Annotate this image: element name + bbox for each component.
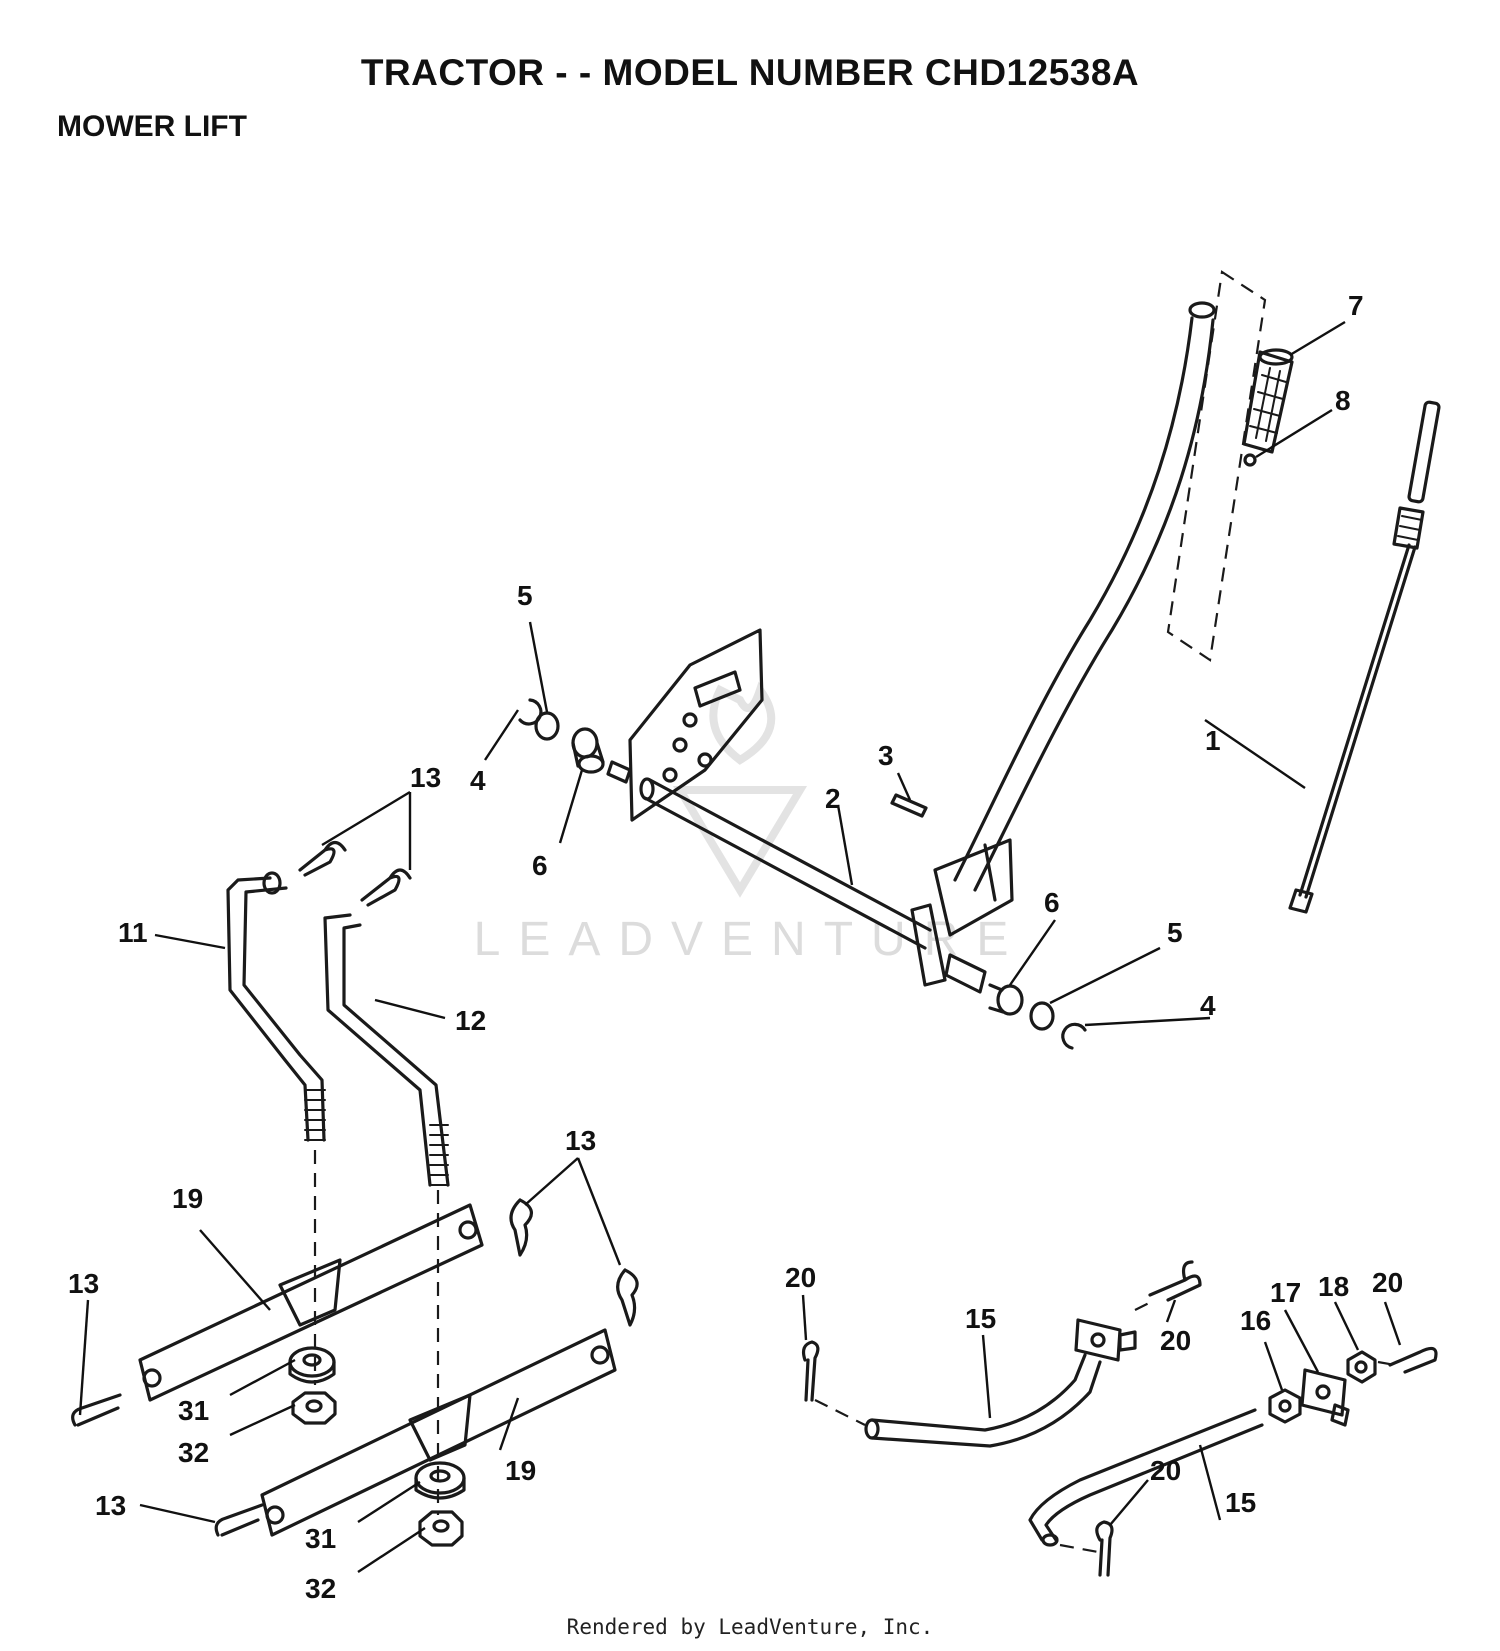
callout-4-left: 4	[470, 765, 486, 796]
callout-31-upper: 31	[178, 1395, 209, 1426]
mounting-plate-part	[628, 628, 764, 822]
callout-13-bottom: 13	[95, 1490, 126, 1521]
trunnion-part	[1300, 1368, 1350, 1427]
callout-7: 7	[1348, 290, 1364, 321]
callout-13-mid: 13	[565, 1125, 596, 1156]
lift-link-left-part	[226, 871, 326, 1142]
callout-13-left: 13	[68, 1268, 99, 1299]
lift-bar-lower-part	[260, 1328, 617, 1537]
bushing-part	[571, 727, 605, 774]
page-title: TRACTOR - - MODEL NUMBER CHD12538A	[360, 52, 1140, 93]
callout-3: 3	[878, 740, 894, 771]
callout-19-upper: 19	[172, 1183, 203, 1214]
lift-handle-part	[933, 301, 1216, 937]
cotter-pin-part-a	[801, 1340, 820, 1402]
nut-lower-part	[418, 1510, 464, 1547]
lift-bar-upper-part	[138, 1203, 484, 1402]
bushing-right-part	[988, 983, 1024, 1016]
callout-32-upper: 32	[178, 1437, 209, 1468]
cotter-pin-part-c	[1388, 1346, 1438, 1374]
callout-32-lower: 32	[305, 1573, 336, 1604]
callout-17: 17	[1270, 1277, 1301, 1308]
hairpin-clip-part-a	[298, 840, 347, 877]
grip-screw-part	[1243, 453, 1257, 467]
leader-lines	[78, 320, 1402, 1574]
callout-20-mid: 20	[1160, 1325, 1191, 1356]
e-ring-right-part	[1061, 1022, 1087, 1050]
callout-5-right: 5	[1167, 917, 1183, 948]
nut-upper-part	[291, 1391, 337, 1425]
watermark-logo-icon	[672, 681, 808, 898]
spring-pin-part	[890, 793, 928, 818]
callout-2: 2	[825, 783, 841, 814]
lift-rod-part	[1288, 400, 1441, 914]
callout-13-top: 13	[410, 762, 441, 793]
callout-6-left: 6	[532, 850, 548, 881]
hairpin-clip-part-f	[214, 1503, 264, 1537]
washer-part	[534, 711, 560, 741]
callout-8: 8	[1335, 385, 1351, 416]
adjust-rod-upper-part	[864, 1353, 1102, 1448]
hairpin-clip-part-e	[71, 1393, 122, 1427]
hairpin-clip-part-d	[616, 1268, 639, 1327]
cotter-pin-part-b	[1148, 1260, 1202, 1302]
footer-credit: Rendered by LeadVenture, Inc.	[566, 1615, 934, 1639]
callout-11: 11	[118, 917, 148, 948]
spacer-lower-part	[414, 1461, 466, 1500]
grip-outline-part	[1166, 270, 1267, 662]
callout-31-lower: 31	[305, 1523, 336, 1554]
jam-nut-part	[1268, 1388, 1302, 1424]
handle-grip-part	[1242, 348, 1294, 454]
callout-12: 12	[455, 1005, 486, 1036]
cross-shaft-part	[639, 777, 987, 994]
connection-line-d	[1059, 1543, 1099, 1554]
lift-link-right-part	[323, 913, 450, 1187]
callout-1: 1	[1205, 725, 1221, 756]
washer-right-part	[1029, 1001, 1055, 1031]
callout-5-left: 5	[517, 580, 533, 611]
connection-line-b	[1134, 1299, 1156, 1311]
callout-18: 18	[1318, 1271, 1349, 1302]
connection-line-c	[1377, 1360, 1396, 1367]
callout-16: 16	[1240, 1305, 1271, 1336]
adjust-rod-lower-part	[1028, 1408, 1264, 1547]
callout-20-bottom: 20	[1150, 1455, 1181, 1486]
hairpin-clip-part-b	[360, 868, 412, 907]
connection-line-a	[814, 1399, 866, 1426]
spacer-upper-part	[288, 1346, 336, 1384]
hairpin-clip-part-c	[509, 1198, 533, 1257]
callout-20-left: 20	[785, 1262, 816, 1293]
callout-15-upper: 15	[965, 1303, 996, 1334]
section-title: MOWER LIFT	[57, 110, 247, 143]
callout-4-right: 4	[1200, 990, 1216, 1021]
callout-6-right: 6	[1044, 887, 1060, 918]
adjust-block-upper-part	[1074, 1318, 1137, 1362]
shaft-end-part	[606, 760, 632, 784]
callout-20-right: 20	[1372, 1267, 1403, 1298]
callout-19-lower: 19	[505, 1455, 536, 1486]
cotter-pin-part-d	[1095, 1520, 1114, 1577]
lock-nut-part	[1346, 1350, 1377, 1384]
callout-15-lower: 15	[1225, 1487, 1256, 1518]
